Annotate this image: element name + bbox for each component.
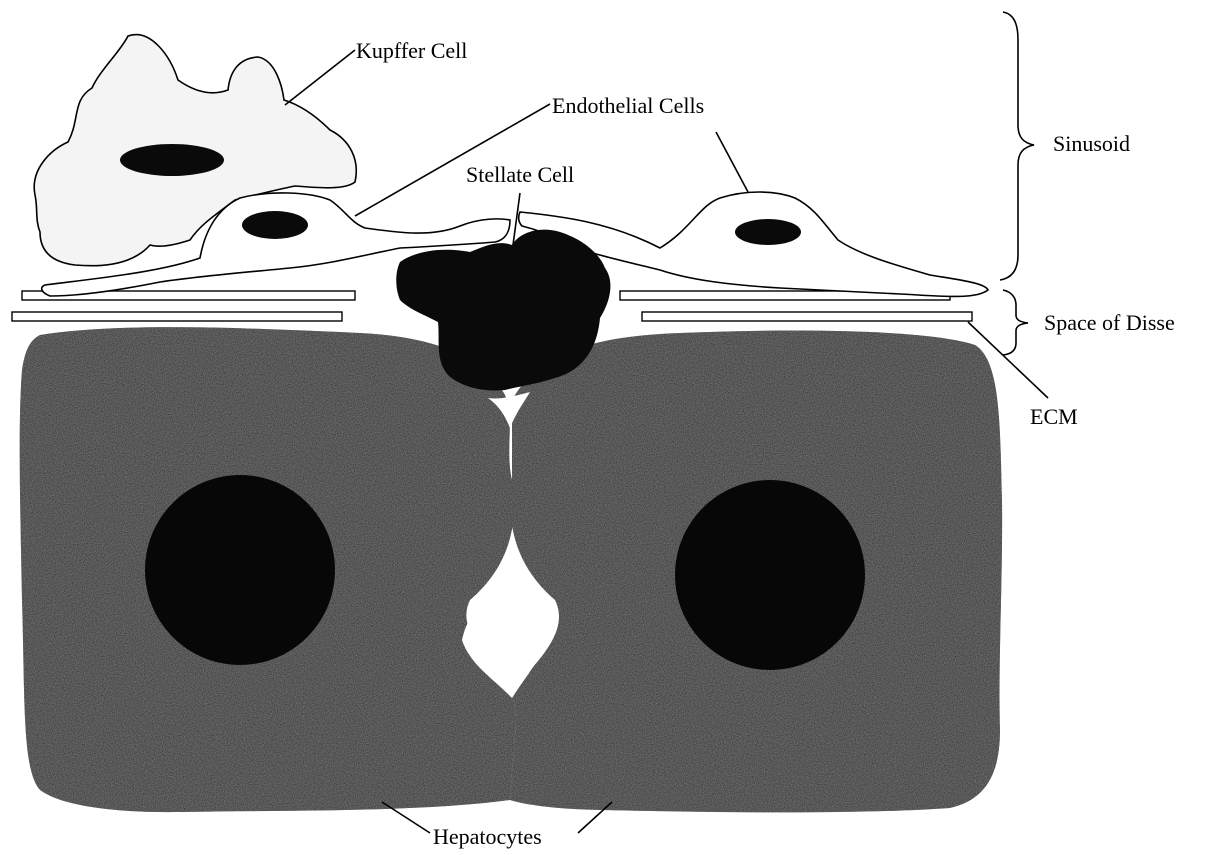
kupffer-leader <box>285 50 355 105</box>
kupffer-cell-label: Kupffer Cell <box>356 38 467 63</box>
sinusoid-label: Sinusoid <box>1053 131 1130 156</box>
stellate-cell-label: Stellate Cell <box>466 162 574 187</box>
endothelial-leader-left <box>355 104 550 216</box>
endothelial-nucleus-left <box>242 211 308 239</box>
endothelial-cells-label: Endothelial Cells <box>552 93 704 118</box>
sinusoid-brace <box>1000 12 1034 280</box>
kupffer-nucleus <box>120 144 224 176</box>
space-of-disse-label: Space of Disse <box>1044 310 1175 335</box>
endothelial-leader-right <box>716 132 748 192</box>
hepatocytes-label: Hepatocytes <box>433 824 542 849</box>
hepatocyte-nucleus-left <box>145 475 335 665</box>
ecm-label: ECM <box>1030 404 1078 429</box>
ecm-bar <box>642 312 972 321</box>
disse-brace <box>1003 290 1028 355</box>
hepatocyte-layer <box>20 327 1002 812</box>
endothelial-nucleus-right <box>735 219 801 245</box>
hepatocyte-nucleus-right <box>675 480 865 670</box>
ecm-bar <box>12 312 342 321</box>
